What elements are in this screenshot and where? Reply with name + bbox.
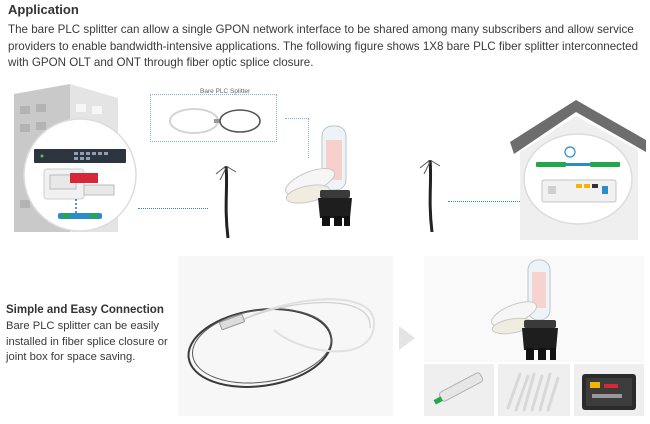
connector-line (448, 201, 538, 202)
closure-photo-panel (424, 256, 644, 362)
callout-lead-line (308, 118, 309, 158)
cleaver-tool-photo (424, 364, 494, 416)
arrow-right-icon (399, 326, 415, 350)
section-heading: Application (8, 2, 79, 17)
feature-description: Bare PLC splitter can be easily installe… (6, 320, 168, 363)
bare-plc-splitter-photo (187, 298, 376, 388)
splitter-callout-box (150, 94, 277, 142)
callout-lead-line (285, 118, 309, 119)
tool-kit-case (582, 374, 636, 410)
toolkit-photo (574, 364, 644, 416)
olt-device-circle (23, 118, 137, 232)
splice-sleeves (506, 372, 560, 412)
intro-paragraph: The bare PLC splitter can allow a single… (8, 23, 639, 69)
feature-title: Simple and Easy Connection (6, 304, 164, 316)
splitter-callout-label: Bare PLC Splitter (200, 88, 251, 95)
sleeves-photo (498, 364, 570, 416)
splice-closure-illustration (285, 125, 352, 226)
fiber-cleaner-pen (433, 372, 484, 405)
ont-device-circle (523, 133, 633, 225)
splitter-photo-panel (178, 256, 393, 416)
fiber-cable-left (215, 166, 237, 238)
connector-line (138, 208, 208, 209)
bare-splitter-coils (169, 108, 261, 134)
fiber-cable-right (419, 160, 441, 232)
splice-closure-photo (490, 259, 558, 360)
